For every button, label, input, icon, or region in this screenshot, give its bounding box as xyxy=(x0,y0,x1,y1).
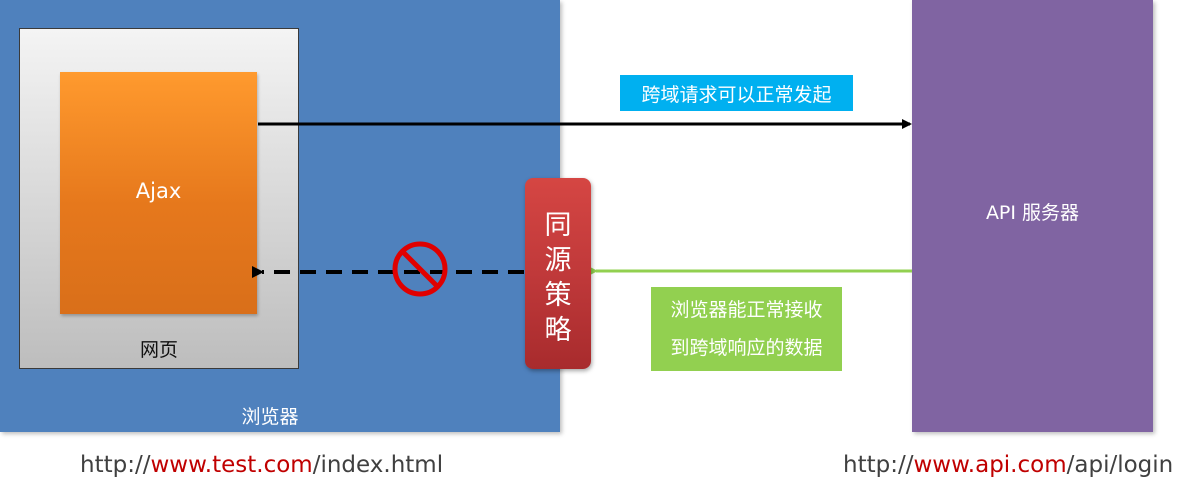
url-api: http://www.api.com/api/login xyxy=(843,452,1173,478)
policy-label: 同 源 策 略 xyxy=(525,208,591,348)
policy-char: 源 xyxy=(544,245,572,276)
url-host: www.api.com xyxy=(913,452,1067,478)
server-label: API 服务器 xyxy=(985,202,1080,224)
url-prefix: http:// xyxy=(843,452,914,478)
url-host: www.test.com xyxy=(150,452,313,478)
policy-char: 策 xyxy=(544,280,572,311)
browser-label: 浏览器 xyxy=(241,406,299,428)
ajax-box: Ajax xyxy=(60,72,257,314)
same-origin-policy-box: 同 源 策 略 xyxy=(525,178,591,369)
url-prefix: http:// xyxy=(80,452,151,478)
request-label: 跨域请求可以正常发起 xyxy=(620,75,853,111)
ajax-label: Ajax xyxy=(135,179,182,203)
url-test: http://www.test.com/index.html xyxy=(80,452,443,478)
url-path: /index.html xyxy=(312,452,444,478)
browser-panel: 网页 Ajax 浏览器 xyxy=(0,0,560,432)
policy-char: 略 xyxy=(544,315,572,346)
response-label: 浏览器能正常接收 到跨域响应的数据 xyxy=(651,287,842,371)
policy-char: 同 xyxy=(544,210,572,241)
response-label-line1: 浏览器能正常接收 xyxy=(670,299,823,321)
url-path: /api/login xyxy=(1066,452,1174,478)
api-server-panel: API 服务器 xyxy=(912,0,1153,432)
response-label-line2: 到跨域响应的数据 xyxy=(670,337,823,359)
blocked-icon xyxy=(392,241,448,297)
webpage-label: 网页 xyxy=(139,339,178,361)
